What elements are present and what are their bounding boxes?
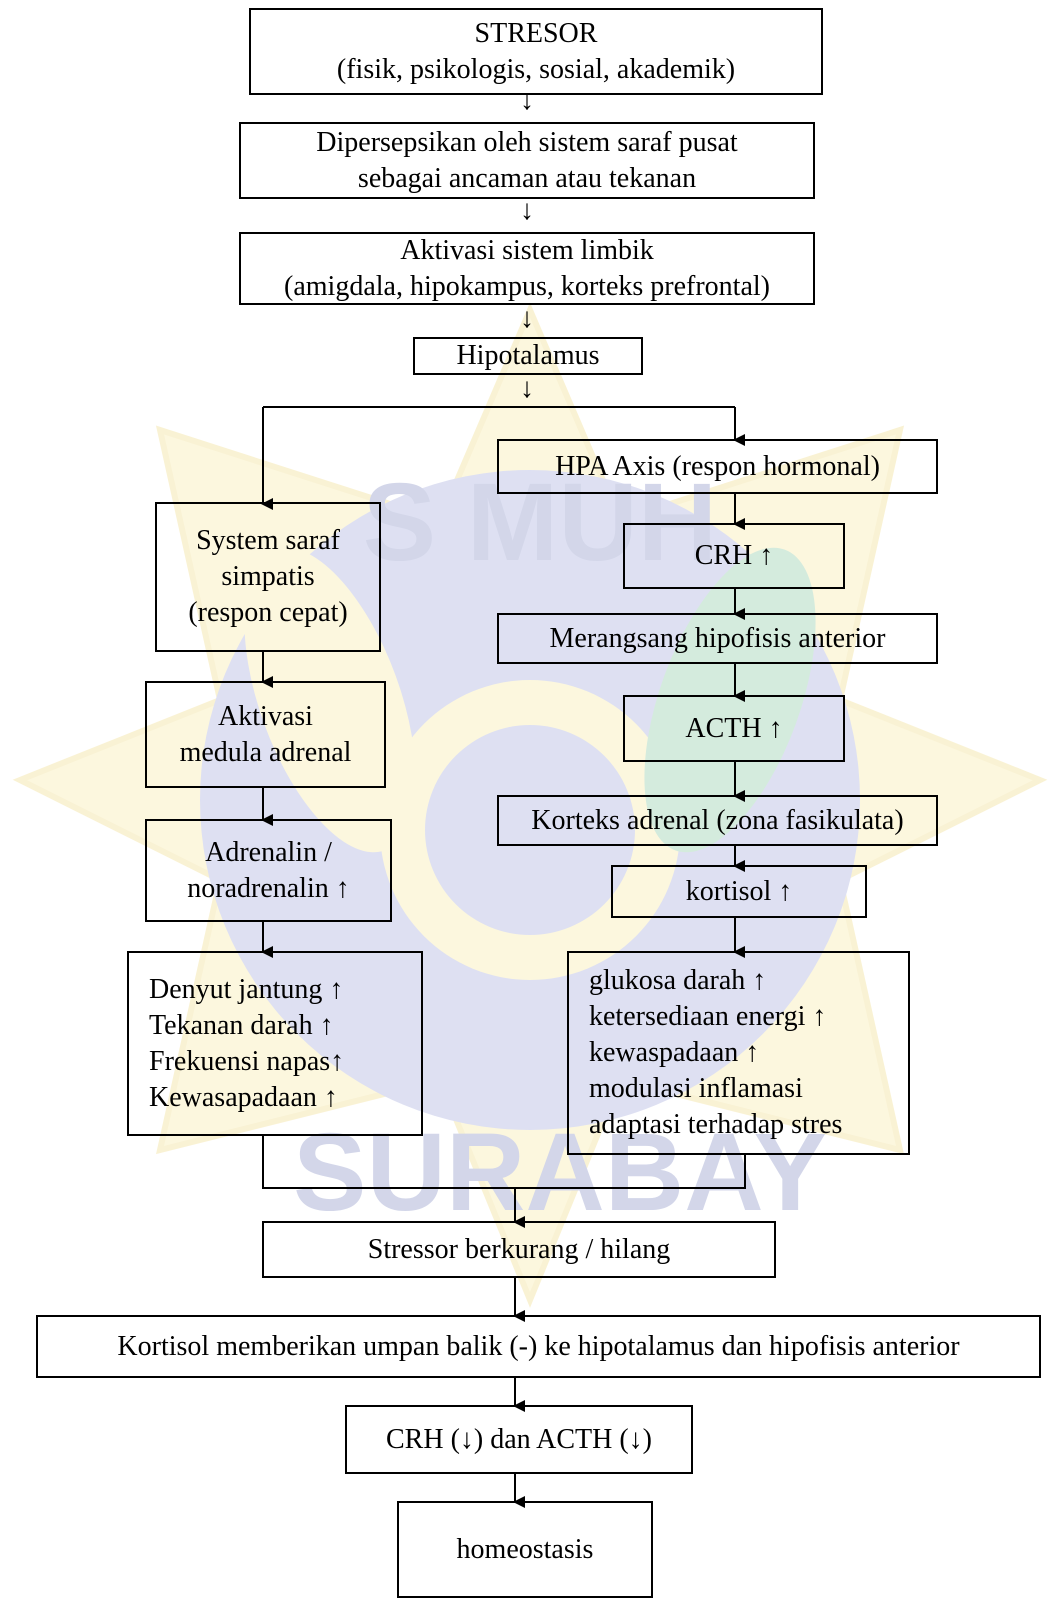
stressor-box: STRESOR (fisik, psikologis, sosial, akad… — [249, 8, 823, 95]
acth-box: ACTH ↑ — [623, 695, 845, 762]
stressor-subtitle: (fisik, psikologis, sosial, akademik) — [336, 53, 736, 85]
adrenaline-line1: Adrenalin / — [205, 836, 332, 868]
sym-effect-item: Kewasapadaan ↑ — [149, 1081, 338, 1113]
cortisol-effect-item: adaptasi terhadap stres — [589, 1109, 843, 1140]
cortisol-effect-item: ketersediaan energi ↑ — [589, 1001, 827, 1032]
sympathetic-line3: (respon cepat) — [188, 597, 348, 628]
crh-acth-down-label: CRH (↓) dan ACTH (↓) — [386, 1423, 652, 1455]
stressor-title: STRESOR — [474, 17, 598, 49]
sympathetic-effects-box: Denyut jantung ↑ Tekanan darah ↑ Frekuen… — [127, 951, 423, 1136]
feedback-label: Kortisol memberikan umpan balik (-) ke h… — [117, 1330, 960, 1362]
merge-line — [262, 1136, 746, 1189]
adrenal-medulla-line2: medula adrenal — [179, 736, 352, 768]
adrenaline-box: Adrenalin / noradrenalin ↑ — [145, 819, 392, 922]
watermark-text-bottom: SURABAY — [293, 1111, 827, 1234]
limbic-line1: Aktivasi sistem limbik — [400, 234, 654, 266]
small-arrow-1: ↓ — [520, 85, 534, 116]
pituitary-box: Merangsang hipofisis anterior — [497, 613, 938, 664]
sym-effect-item: Frekuensi napas↑ — [149, 1045, 345, 1077]
watermark-star-shape — [12, 302, 1048, 1308]
sympathetic-line1: System saraf — [196, 525, 340, 556]
cortisol-effect-item: modulasi inflamasi — [589, 1073, 803, 1104]
cortisol-label: kortisol ↑ — [685, 875, 793, 907]
perception-line2: sebagai ancaman atau tekanan — [357, 162, 697, 194]
cortisol-box: kortisol ↑ — [611, 865, 867, 918]
crh-box: CRH ↑ — [623, 523, 845, 589]
feedback-box: Kortisol memberikan umpan balik (-) ke h… — [36, 1315, 1041, 1378]
homeostasis-box: homeostasis — [397, 1501, 653, 1598]
crh-acth-down-box: CRH (↓) dan ACTH (↓) — [345, 1405, 693, 1474]
cortisol-effects-box: glukosa darah ↑ ketersediaan energi ↑ ke… — [567, 951, 910, 1155]
stressor-reduced-label: Stressor berkurang / hilang — [367, 1233, 671, 1265]
sym-effect-item: Denyut jantung ↑ — [149, 973, 344, 1005]
hpa-box: HPA Axis (respon hormonal) — [497, 439, 938, 494]
watermark-inner-circle — [200, 470, 860, 1130]
adrenal-medulla-box: Aktivasi medula adrenal — [145, 681, 386, 788]
crh-label: CRH ↑ — [694, 540, 774, 571]
adrenal-cortex-label: Korteks adrenal (zona fasikulata) — [531, 804, 904, 836]
sympathetic-line2: simpatis — [221, 561, 315, 592]
pituitary-label: Merangsang hipofisis anterior — [549, 622, 886, 654]
cortisol-effect-item: glukosa darah ↑ — [589, 965, 767, 996]
small-arrow-2: ↓ — [520, 195, 534, 226]
limbic-line2: (amigdala, hipokampus, korteks prefronta… — [284, 270, 770, 302]
hypothalamus-box: Hipotalamus — [413, 337, 643, 375]
adrenal-medulla-line1: Aktivasi — [218, 700, 313, 732]
adrenaline-line2: noradrenalin ↑ — [187, 872, 350, 904]
perception-box: Dipersepsikan oleh sistem saraf pusat se… — [239, 122, 815, 199]
hypothalamus-label: Hipotalamus — [456, 340, 600, 371]
cortisol-effect-item: kewaspadaan ↑ — [589, 1037, 760, 1068]
acth-label: ACTH ↑ — [685, 712, 783, 744]
hpa-label: HPA Axis (respon hormonal) — [555, 450, 880, 482]
small-arrow-3: ↓ — [520, 303, 534, 334]
watermark-text-top: S MUH — [363, 461, 717, 584]
perception-line1: Dipersepsikan oleh sistem saraf pusat — [316, 126, 738, 158]
sympathetic-box: System saraf simpatis (respon cepat) — [155, 502, 381, 652]
sym-effect-item: Tekanan darah ↑ — [149, 1009, 334, 1041]
stressor-reduced-box: Stressor berkurang / hilang — [262, 1221, 776, 1278]
adrenal-cortex-box: Korteks adrenal (zona fasikulata) — [497, 795, 938, 846]
homeostasis-label: homeostasis — [456, 1533, 594, 1565]
small-arrow-4: ↓ — [520, 373, 534, 404]
limbic-box: Aktivasi sistem limbik (amigdala, hipoka… — [239, 232, 815, 305]
